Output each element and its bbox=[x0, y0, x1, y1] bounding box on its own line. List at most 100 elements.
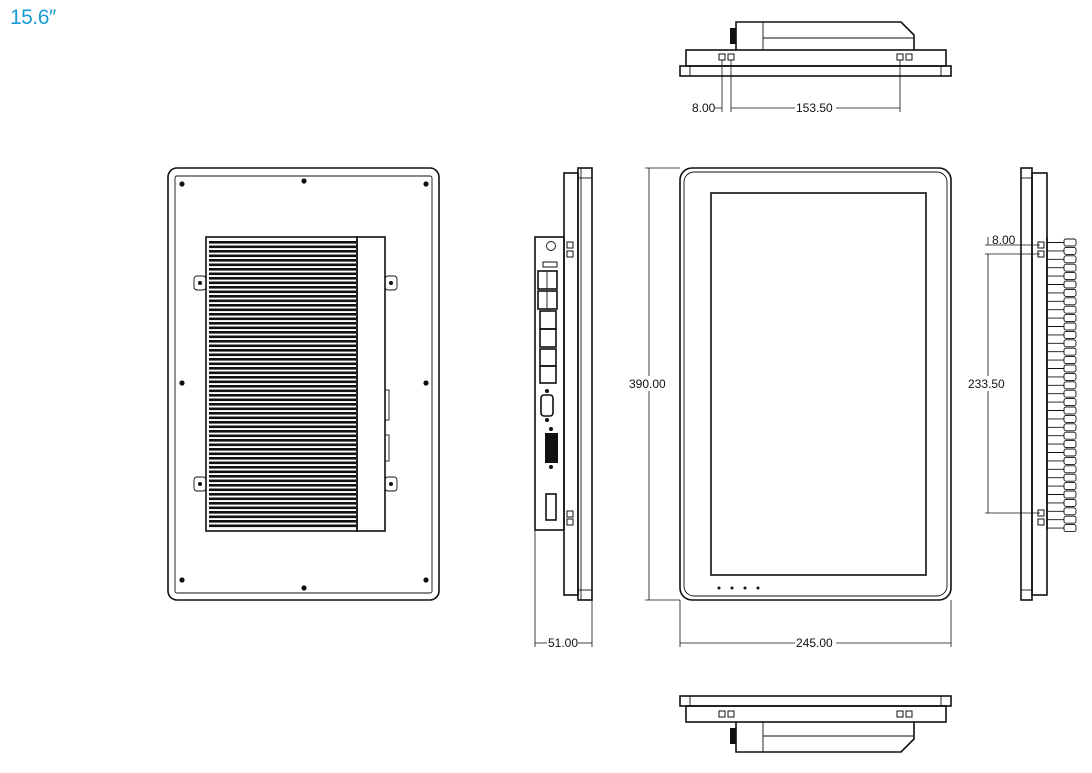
dimension-lines bbox=[534, 60, 1040, 647]
heatsink-fin bbox=[209, 425, 356, 429]
heatsink-fin bbox=[209, 394, 356, 397]
side-fin bbox=[1063, 381, 1077, 390]
side-fin bbox=[1063, 431, 1077, 440]
heatsink-fin bbox=[209, 259, 356, 262]
heatsink-fin bbox=[209, 506, 356, 510]
heatsink-fin bbox=[209, 479, 356, 483]
heatsink bbox=[205, 236, 358, 532]
side-fin bbox=[1063, 465, 1077, 474]
indicator-led-icon bbox=[717, 586, 721, 590]
screw-icon bbox=[179, 577, 185, 583]
side-fin bbox=[1063, 322, 1077, 331]
side-fin bbox=[1063, 339, 1077, 348]
power-button-icon bbox=[546, 241, 556, 251]
heatsink-fin bbox=[209, 515, 356, 519]
heatsink-fin bbox=[209, 421, 356, 424]
heatsink-fin bbox=[209, 290, 356, 294]
heatsink-fin bbox=[209, 295, 356, 298]
heatsink-fin bbox=[209, 497, 356, 501]
side-fin bbox=[1063, 414, 1077, 423]
side-fin bbox=[1063, 330, 1077, 339]
heatsink-fin bbox=[209, 268, 356, 271]
heatsink-fin bbox=[209, 281, 356, 285]
heatsink-fin bbox=[209, 367, 356, 370]
dim-height: 390.00 bbox=[629, 377, 666, 391]
side-fin bbox=[1063, 356, 1077, 365]
heatsink-fin bbox=[209, 331, 356, 334]
heatsink-fin bbox=[209, 488, 356, 492]
indicator-led-icon bbox=[743, 586, 747, 590]
heatsink-fin bbox=[209, 511, 356, 514]
side-fin bbox=[1063, 238, 1077, 247]
bottom-view bbox=[679, 695, 952, 753]
heatsink-fin bbox=[209, 304, 356, 307]
screw-icon bbox=[423, 577, 429, 583]
heatsink-fin bbox=[209, 326, 356, 330]
side-fin bbox=[1063, 398, 1077, 407]
side-fin bbox=[1063, 364, 1077, 373]
heatsink-fin bbox=[209, 385, 356, 388]
dim-side-mount-offset: 8.00 bbox=[992, 233, 1016, 247]
indicator-led-icon bbox=[730, 586, 734, 590]
heatsink-fin bbox=[209, 362, 356, 366]
side-fin bbox=[1063, 473, 1077, 482]
heatsink-fin bbox=[209, 452, 356, 456]
heatsink-fin bbox=[209, 439, 356, 442]
dim-width: 245.00 bbox=[796, 636, 833, 650]
heatsink-fin bbox=[209, 470, 356, 474]
serial-port-icon bbox=[540, 394, 554, 417]
mounting-tabs bbox=[193, 275, 398, 492]
side-fin bbox=[1063, 524, 1077, 533]
heatsink-fin bbox=[209, 358, 356, 361]
side-fin bbox=[1063, 423, 1077, 432]
heatsink-fin bbox=[209, 371, 356, 375]
heatsink-fin bbox=[209, 380, 356, 384]
side-fin bbox=[1063, 305, 1077, 314]
heatsink-fin bbox=[209, 520, 356, 523]
side-fin bbox=[1063, 372, 1077, 381]
side-fin bbox=[1063, 456, 1077, 465]
heatsink-fin bbox=[209, 313, 356, 316]
side-fin bbox=[1063, 255, 1077, 264]
heatsink-fin bbox=[209, 475, 356, 478]
heatsink-fin bbox=[209, 340, 356, 343]
side-fin bbox=[1063, 297, 1077, 306]
lan-port-icon bbox=[539, 310, 557, 330]
side-fin bbox=[1063, 406, 1077, 415]
heatsink-fin bbox=[209, 308, 356, 312]
heatsink-fin bbox=[209, 434, 356, 438]
dim-side-mount-spacing: 233.50 bbox=[968, 377, 1005, 391]
side-fin bbox=[1063, 507, 1077, 516]
side-fin bbox=[1063, 498, 1077, 507]
heatsink-fin bbox=[209, 412, 356, 415]
power-connector-icon bbox=[545, 493, 557, 521]
heatsink-fin bbox=[209, 263, 356, 267]
side-fin bbox=[1063, 389, 1077, 398]
heatsink-fin bbox=[209, 277, 356, 280]
heatsink-fin bbox=[209, 416, 356, 420]
heatsink-fin bbox=[209, 335, 356, 339]
heatsink-fin bbox=[209, 389, 356, 393]
heatsink-fin bbox=[209, 317, 356, 321]
heatsink-fin bbox=[209, 407, 356, 411]
heatsink-fin bbox=[209, 299, 356, 303]
dim-top-mount-offset: 8.00 bbox=[692, 101, 716, 115]
side-fin bbox=[1063, 280, 1077, 289]
screw-icon bbox=[423, 181, 429, 187]
heatsink-fin bbox=[209, 272, 356, 276]
side-fin bbox=[1063, 263, 1077, 272]
screw-icon bbox=[423, 380, 429, 386]
heatsink-fin bbox=[209, 493, 356, 496]
dim-top-mount-spacing: 153.50 bbox=[796, 101, 833, 115]
heatsink-fin bbox=[209, 353, 356, 357]
usb-port-icon bbox=[537, 290, 558, 310]
indicator-led-icon bbox=[756, 586, 760, 590]
heatsink-fin bbox=[209, 344, 356, 348]
screw-icon bbox=[179, 181, 185, 187]
side-fin bbox=[1063, 440, 1077, 449]
side-fin bbox=[1063, 288, 1077, 297]
back-view bbox=[167, 167, 440, 601]
side-fin bbox=[1063, 314, 1077, 323]
heatsink-fin bbox=[209, 524, 356, 528]
